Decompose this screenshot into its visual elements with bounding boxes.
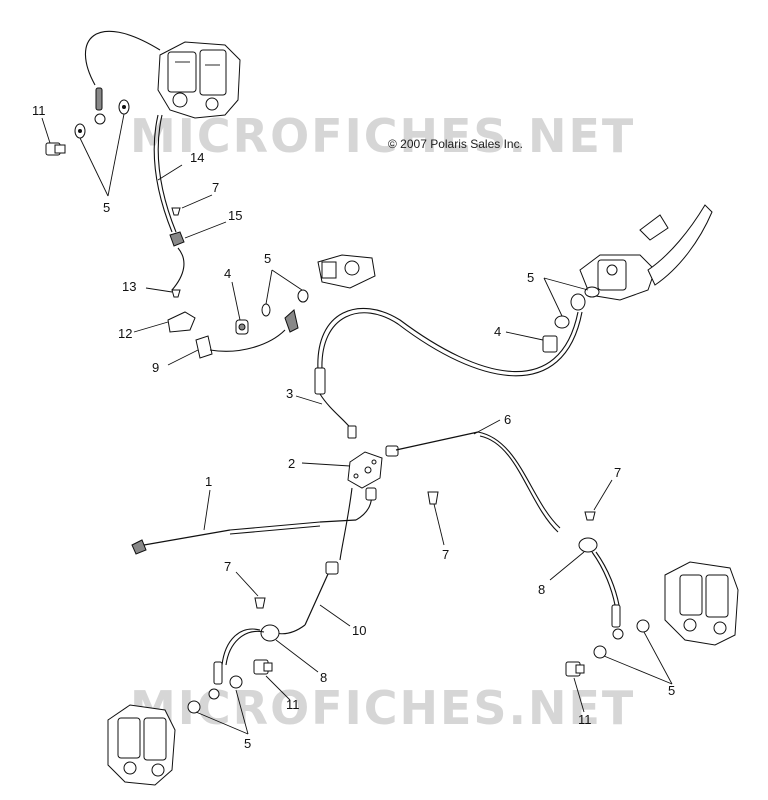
master-cylinder-icon	[579, 204, 713, 301]
callout-12: 12	[118, 326, 132, 341]
callout-13: 13	[122, 279, 136, 294]
callout-6: 6	[504, 412, 511, 427]
callout-7: 7	[212, 180, 219, 195]
callout-8: 8	[320, 670, 327, 685]
banjo-bolt-icon	[45, 142, 66, 156]
callout-1: 1	[205, 474, 212, 489]
callout-4: 4	[494, 324, 501, 339]
callout-5: 5	[103, 200, 110, 215]
callout-4: 4	[224, 266, 231, 281]
callout-11: 11	[32, 103, 46, 118]
copyright-text: © 2007 Polaris Sales Inc.	[388, 137, 523, 151]
callout-11: 11	[578, 712, 592, 727]
callout-10: 10	[352, 623, 366, 638]
brake-caliper-icon	[157, 41, 241, 119]
callout-3: 3	[286, 386, 293, 401]
callout-7: 7	[614, 465, 621, 480]
distribution-block-icon	[347, 451, 383, 489]
callout-5: 5	[668, 683, 675, 698]
callout-5: 5	[527, 270, 534, 285]
callout-9: 9	[152, 360, 159, 375]
watermark-bottom: MICROFICHES.NET	[130, 681, 635, 735]
brake-hose-icon	[85, 30, 161, 86]
callout-14: 14	[190, 150, 204, 165]
clip-icon	[167, 311, 196, 333]
callout-7: 7	[224, 559, 231, 574]
callout-15: 15	[228, 208, 242, 223]
callout-8: 8	[538, 582, 545, 597]
callout-2: 2	[288, 456, 295, 471]
watermark-top: MICROFICHES.NET	[130, 109, 635, 163]
callout-5: 5	[244, 736, 251, 751]
callout-5: 5	[264, 251, 271, 266]
callout-11: 11	[286, 697, 300, 712]
callout-7: 7	[442, 547, 449, 562]
